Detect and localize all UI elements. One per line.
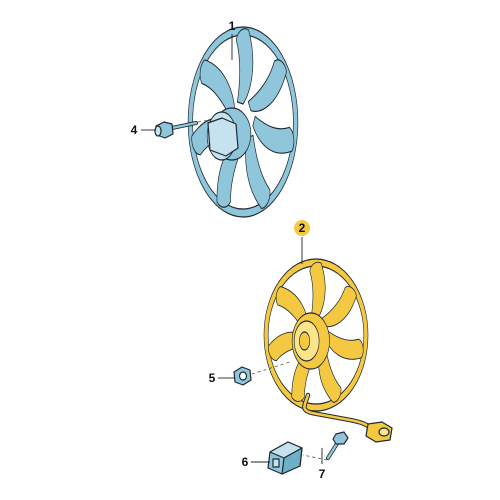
screw-4 bbox=[154, 121, 198, 139]
callout-2-badge: 2 bbox=[294, 220, 310, 236]
control-unit-6 bbox=[267, 441, 303, 475]
callout-4: 4 bbox=[131, 123, 138, 137]
fan-assembly-2 bbox=[263, 258, 369, 412]
callout-6: 6 bbox=[242, 455, 249, 469]
screw-7 bbox=[326, 431, 349, 460]
callout-2: 2 bbox=[299, 221, 306, 235]
callout-1: 1 bbox=[229, 19, 236, 33]
nut-5 bbox=[233, 366, 252, 386]
callout-7: 7 bbox=[319, 467, 326, 481]
fan-1-mount-bracket bbox=[207, 117, 239, 157]
fan-assembly-1 bbox=[187, 26, 299, 218]
callout-5: 5 bbox=[209, 371, 216, 385]
